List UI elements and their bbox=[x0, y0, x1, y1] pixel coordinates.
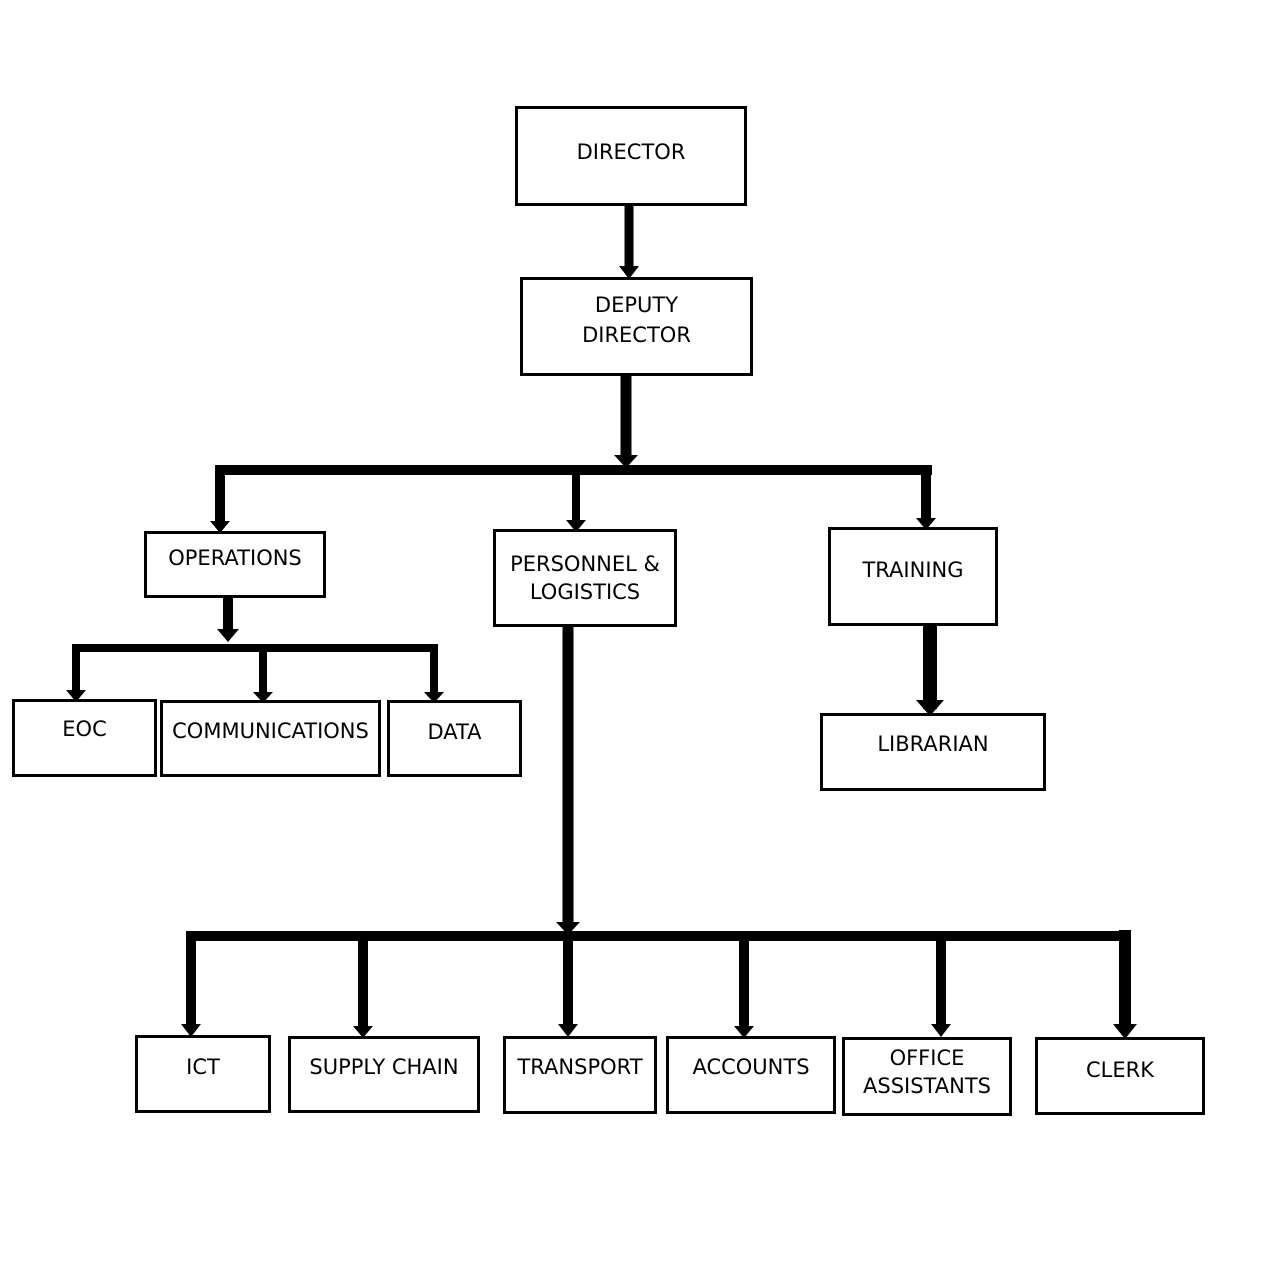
arrowhead-operations-subbus bbox=[217, 629, 239, 642]
eoc-box: EOC bbox=[12, 699, 157, 777]
training-box: TRAINING bbox=[828, 527, 998, 626]
communications-label: COMMUNICATIONS bbox=[172, 719, 369, 743]
communications-box: COMMUNICATIONS bbox=[160, 700, 381, 777]
transport-box: TRANSPORT bbox=[503, 1036, 657, 1114]
arrowhead-transport bbox=[558, 1024, 578, 1037]
personnel-logistics-label-line-2: LOGISTICS bbox=[529, 580, 641, 604]
data-box: DATA bbox=[387, 700, 522, 777]
personnel-logistics-label-line-1: PERSONNEL & bbox=[510, 552, 660, 576]
eoc-label: EOC bbox=[62, 717, 107, 741]
deputy-director-label-line-2: DIRECTOR bbox=[582, 323, 691, 347]
accounts-box: ACCOUNTS bbox=[666, 1036, 836, 1114]
arrowhead-deputy bbox=[619, 266, 639, 279]
arrowhead-training bbox=[916, 518, 936, 530]
clerk-box: CLERK bbox=[1035, 1037, 1205, 1115]
arrowhead-data bbox=[424, 692, 444, 703]
clerk-label: CLERK bbox=[1086, 1058, 1154, 1082]
supply-chain-box: SUPPLY CHAIN bbox=[288, 1036, 480, 1113]
arrowhead-clerk bbox=[1113, 1024, 1137, 1039]
arrowhead-communications bbox=[253, 692, 273, 703]
office-assistants-label-line-1: OFFICE bbox=[889, 1046, 965, 1070]
data-label: DATA bbox=[427, 720, 482, 744]
director-label: DIRECTOR bbox=[576, 140, 686, 164]
supply-chain-label: SUPPLY CHAIN bbox=[309, 1055, 459, 1079]
arrowhead-accounts bbox=[734, 1026, 754, 1038]
deputy-director-label-line-1: DEPUTY bbox=[594, 293, 679, 317]
arrowhead-ict bbox=[181, 1024, 201, 1037]
arrowhead-office-assistants bbox=[931, 1024, 951, 1037]
arrowhead-supply-chain bbox=[353, 1026, 373, 1038]
office-assistants-label-line-2: ASSISTANTS bbox=[863, 1074, 991, 1098]
arrowhead-operations bbox=[210, 521, 230, 533]
arrowhead-librarian bbox=[916, 700, 944, 716]
deputy-director-box: DEPUTY DIRECTOR bbox=[520, 277, 753, 376]
personnel-logistics-box: PERSONNEL & LOGISTICS bbox=[493, 529, 677, 627]
operations-label: OPERATIONS bbox=[168, 546, 302, 570]
ict-box: ICT bbox=[135, 1035, 271, 1113]
arrowhead-unit-bus bbox=[556, 922, 580, 935]
training-label: TRAINING bbox=[862, 558, 964, 582]
operations-box: OPERATIONS bbox=[144, 531, 326, 598]
office-assistants-box: OFFICE ASSISTANTS bbox=[842, 1037, 1012, 1116]
arrowhead-personnel bbox=[566, 520, 586, 532]
transport-label: TRANSPORT bbox=[517, 1055, 643, 1079]
librarian-box: LIBRARIAN bbox=[820, 713, 1046, 791]
ict-label: ICT bbox=[186, 1055, 220, 1079]
librarian-label: LIBRARIAN bbox=[877, 732, 989, 756]
arrowhead-division-bus bbox=[614, 455, 638, 468]
accounts-label: ACCOUNTS bbox=[692, 1055, 810, 1079]
arrowhead-eoc bbox=[66, 690, 86, 702]
director-box: DIRECTOR bbox=[515, 106, 747, 206]
